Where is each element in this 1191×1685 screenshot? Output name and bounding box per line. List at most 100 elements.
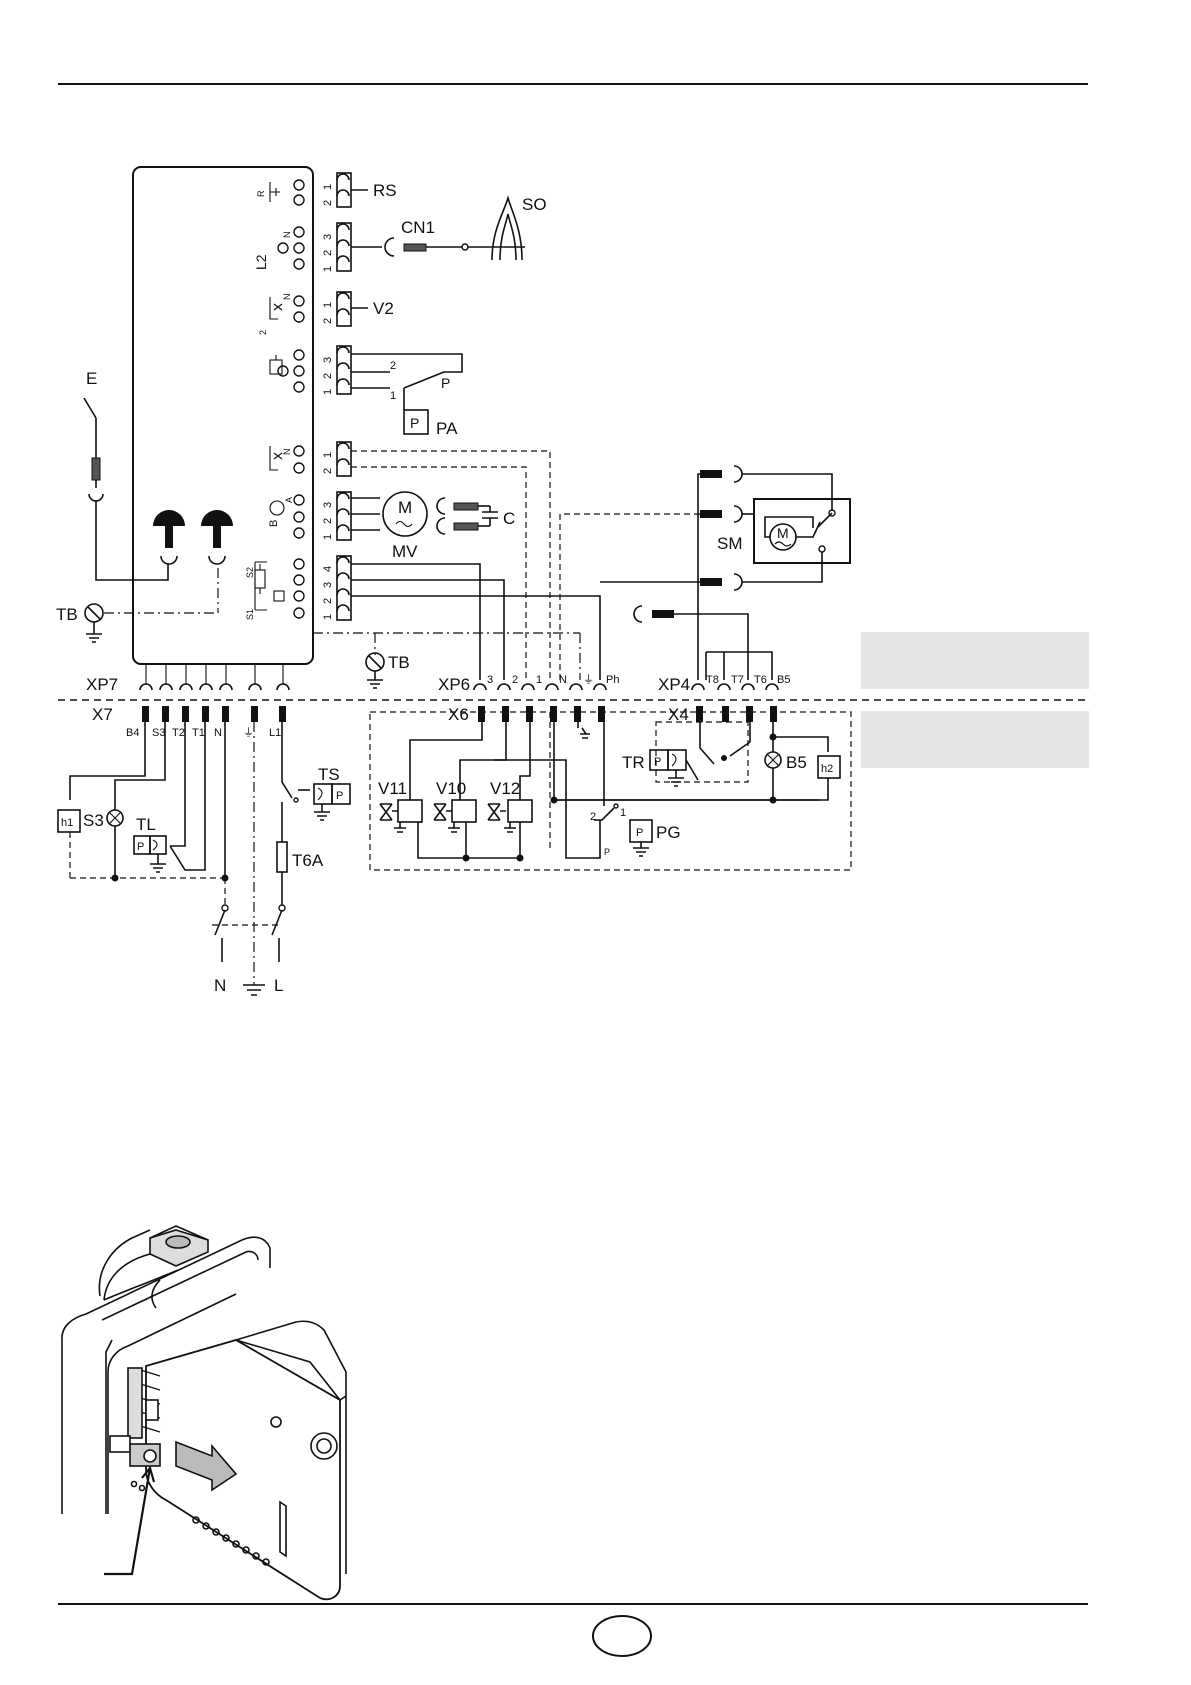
pa-label: PA [436,419,458,438]
ts-label: TS [318,765,340,784]
x7-plugs [142,706,286,722]
svg-text:1: 1 [322,614,334,620]
connector-pin-numbers: 1 2 3 2 1 1 2 3 2 1 1 2 3 2 1 4 3 2 1 [322,184,334,620]
mv-m-label: M [398,498,412,517]
svg-text:P: P [410,415,419,431]
n-short-label: N [282,294,292,301]
pa-switch-lower: 1 [390,390,396,402]
xp6-label: XP6 [438,675,470,694]
rs-side-label: R [256,190,266,197]
svg-text:3: 3 [322,502,334,508]
mv-side-label: B [268,520,280,527]
x7-terminal-labels: B4 S3 T2 T1 N ⏚ L1 [126,726,281,739]
svg-text:3: 3 [322,234,334,240]
h2-label: h2 [821,763,833,775]
svg-text:1: 1 [322,389,334,395]
svg-text:T2: T2 [172,727,185,739]
svg-text:1: 1 [322,452,334,458]
x6-label: X6 [448,705,469,724]
burner-illustration [62,1226,346,1599]
pa-p-label: P [441,375,450,391]
svg-text:B5: B5 [777,674,790,686]
svg-text:1: 1 [536,674,542,686]
x7-label: X7 [92,705,113,724]
svg-text:1: 1 [322,266,334,272]
svg-text:T7: T7 [731,674,744,686]
svg-text:⏚: ⏚ [243,726,254,739]
x4-plugs [696,706,777,722]
svg-text:2: 2 [322,250,334,256]
pg-p-mark: P [604,847,610,857]
pa-switch-upper: 2 [390,360,396,372]
rs-label: RS [373,181,397,200]
l2-side-label: L2 [253,254,269,270]
s2-side-label: S2 [245,567,255,578]
svg-text:⏚: ⏚ [583,673,594,686]
svg-text:2: 2 [322,468,334,474]
svg-text:4: 4 [322,566,334,572]
svg-text:P: P [654,756,661,768]
svg-text:3: 3 [322,357,334,363]
l-bottom-label: L [274,976,283,995]
svg-text:T6: T6 [754,674,767,686]
cn1-label: CN1 [401,218,435,237]
so-label: SO [522,195,547,214]
control-box [133,167,313,664]
svg-text:M: M [777,525,789,541]
svg-text:T8: T8 [706,674,719,686]
box-connectors [337,173,351,620]
svg-text:2: 2 [512,674,518,686]
n-bottom-label: N [214,976,226,995]
c-label: C [503,509,515,528]
x4-label: X4 [668,705,689,724]
tl-label: TL [136,815,156,834]
svg-text:P: P [336,790,343,802]
tb-right-label: TB [388,653,410,672]
pg-switch-left: 2 [590,811,596,823]
svg-text:2: 2 [322,518,334,524]
svg-text:P: P [137,841,144,853]
xp7-label: XP7 [86,675,118,694]
tb-left-label: TB [56,605,78,624]
svg-text:Ph: Ph [606,674,619,686]
gray-panel-lower [861,711,1089,768]
v12-label: V12 [490,779,520,798]
t6a-label: T6A [292,851,324,870]
svg-text:T1: T1 [192,727,205,739]
pg-switch-right: 1 [620,807,626,819]
xp7-sockets [140,664,289,690]
svg-text:B4: B4 [126,727,139,739]
tr-label: TR [622,753,645,772]
s1-side-label: S1 [245,609,255,620]
v11-label: V11 [378,779,407,798]
x6-plugs [478,706,605,722]
language-badge [593,1616,651,1656]
svg-text:L1: L1 [269,727,281,739]
svg-text:2: 2 [322,200,334,206]
v2-side-label: 2 [258,330,268,335]
gray-panel-upper [861,632,1089,689]
e-label: E [86,369,97,388]
xp4-label: XP4 [658,675,690,694]
n-side-label: N [282,232,292,239]
svg-text:1: 1 [322,534,334,540]
svg-text:2: 2 [322,598,334,604]
svg-text:1: 1 [322,184,334,190]
svg-text:2: 2 [322,373,334,379]
svg-text:1: 1 [322,302,334,308]
h1-label: h1 [61,817,73,829]
svg-text:N: N [559,674,567,686]
v2-label: V2 [373,299,394,318]
a-side-label: A [284,497,294,503]
svg-text:N: N [214,727,222,739]
v10-label: V10 [436,779,466,798]
svg-text:S3: S3 [152,727,165,739]
b5-label: B5 [786,753,807,772]
pg-label: PG [656,823,681,842]
svg-text:P: P [636,827,643,839]
s3-label: S3 [83,811,104,830]
sm-label: SM [717,534,743,553]
mv-label: MV [392,542,418,561]
tr-box [656,722,748,782]
